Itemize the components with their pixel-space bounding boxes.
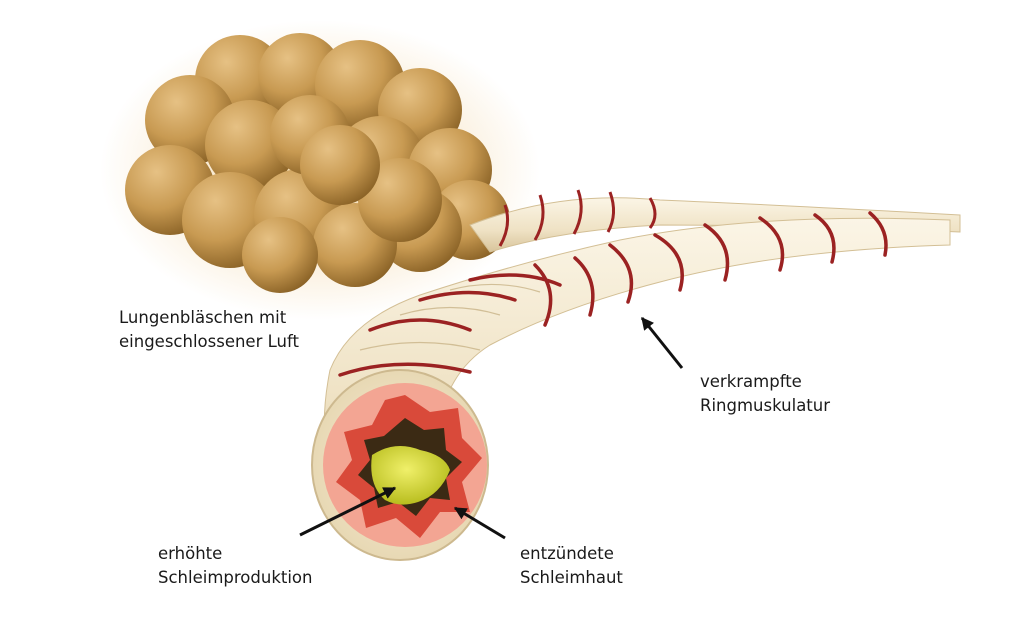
label-mucus-line2: Schleimproduktion — [158, 568, 313, 587]
label-mucosa-line1: entzündete — [520, 544, 614, 563]
main-bronchiole-tube — [323, 211, 951, 521]
label-alveoli-line1: Lungenbläschen mit — [119, 308, 287, 327]
label-ring-muscle: verkrampfte Ringmuskulatur — [700, 370, 830, 418]
bronchiole-cross-section — [311, 369, 489, 561]
label-alveoli: Lungenbläschen mit eingeschlossener Luft — [119, 306, 299, 354]
label-inflamed-mucosa: entzündete Schleimhaut — [520, 542, 623, 590]
pointer-arrows — [299, 317, 684, 540]
label-mucus-production: erhöhte Schleimproduktion — [158, 542, 312, 590]
label-ring-muscle-line1: verkrampfte — [700, 372, 802, 391]
upper-bronchiole-branch — [469, 189, 961, 253]
arrow-mucus — [299, 486, 397, 537]
arrow-muscle — [640, 317, 684, 369]
label-ring-muscle-line2: Ringmuskulatur — [700, 396, 831, 415]
label-mucus-line1: erhöhte — [158, 544, 223, 563]
label-alveoli-line2: eingeschlossener Luft — [119, 332, 299, 351]
arrow-mucosa — [453, 506, 506, 540]
label-mucosa-line2: Schleimhaut — [520, 568, 623, 587]
alveoli-cluster — [100, 20, 540, 320]
